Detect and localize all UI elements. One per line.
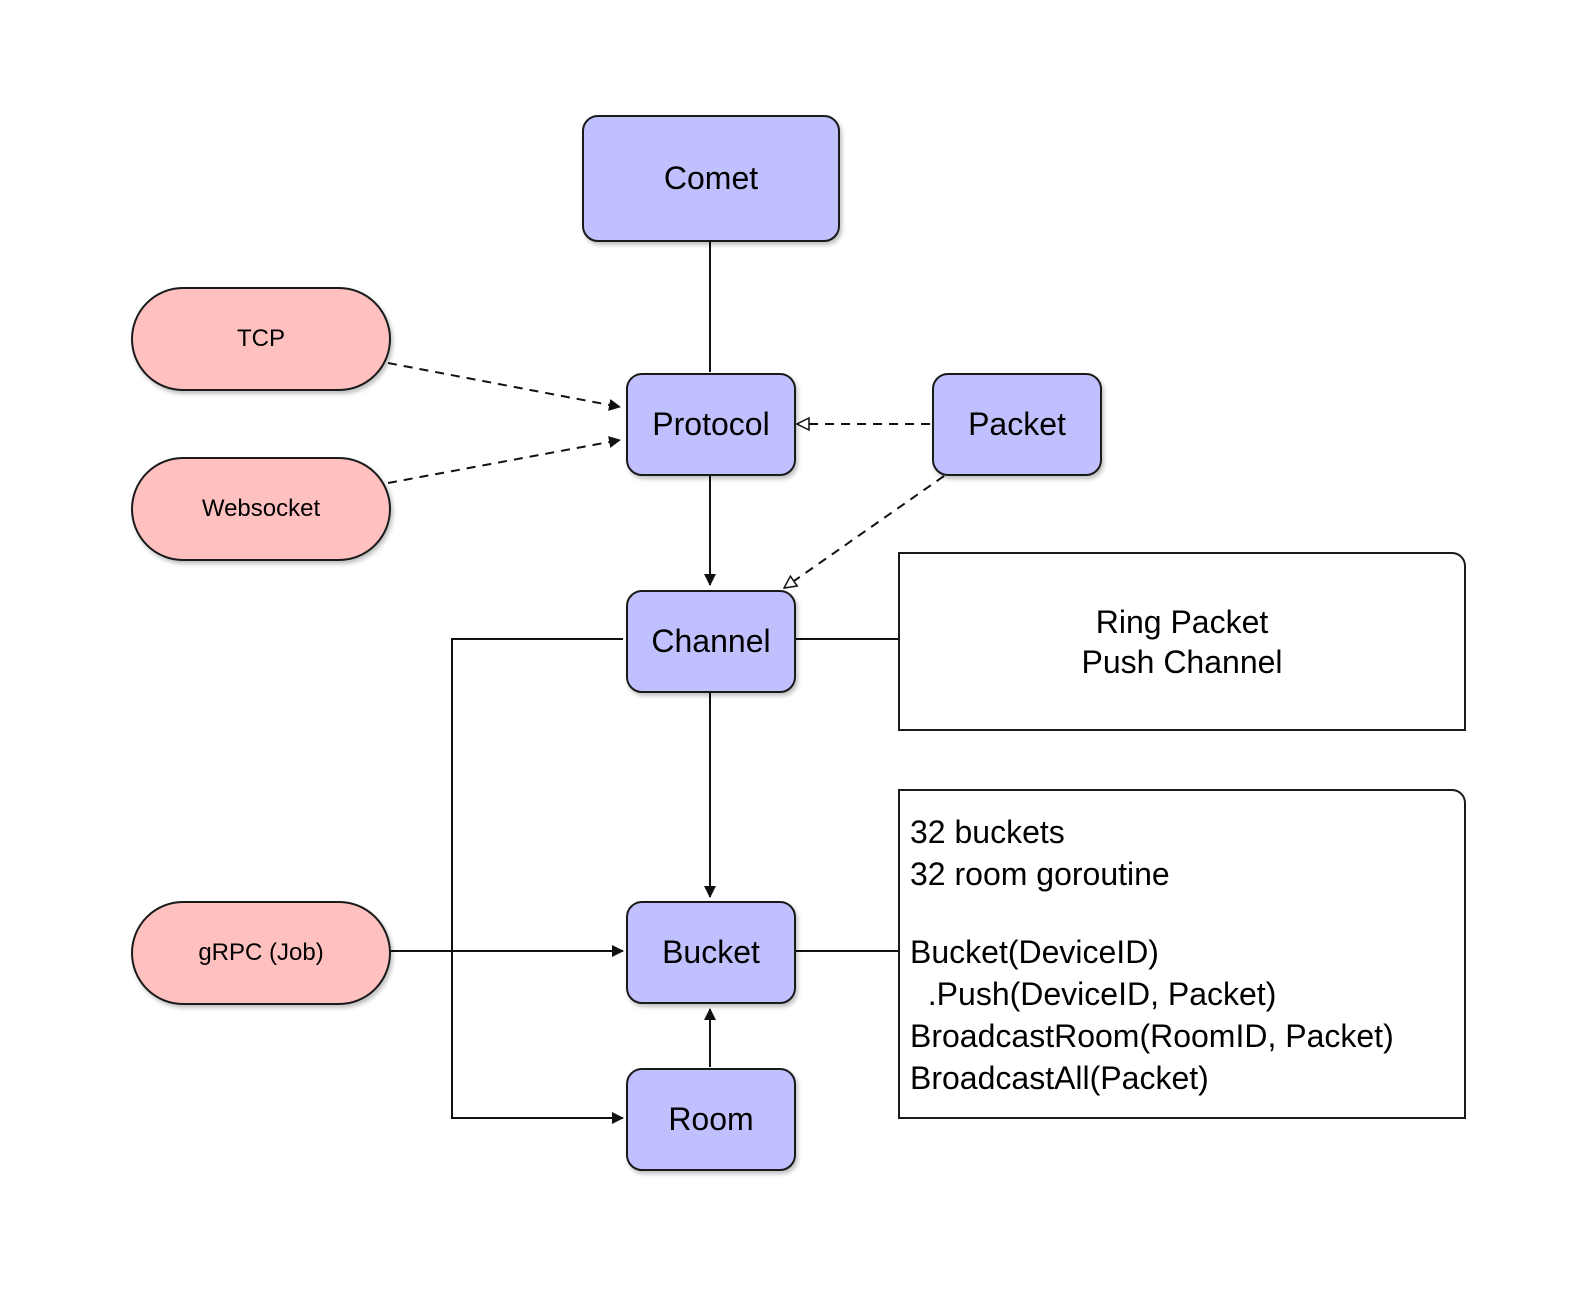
edge-packet-channel (784, 475, 945, 588)
node-comet-label: Comet (663, 160, 759, 196)
node-grpc-job: gRPC (Job) (131, 901, 391, 1005)
edge-channel-room (451, 638, 624, 1124)
channel-note-line: Push Channel (1081, 643, 1283, 680)
bucket-note: 32 buckets 32 room goroutine Bucket(Devi… (898, 789, 1466, 1119)
node-bucket-label: Bucket (662, 934, 760, 970)
channel-note-line: Ring Packet (1095, 603, 1269, 640)
node-websocket: Websocket (131, 457, 391, 561)
node-websocket-label: Websocket (201, 495, 321, 522)
node-packet: Packet (932, 373, 1102, 476)
node-channel: Channel (626, 590, 796, 693)
node-room-label: Room (668, 1101, 754, 1137)
channel-note: Ring Packet Push Channel (898, 552, 1466, 731)
node-grpc-job-label: gRPC (Job) (198, 939, 324, 966)
node-room: Room (626, 1068, 796, 1171)
node-comet: Comet (582, 115, 840, 242)
node-tcp: TCP (131, 287, 391, 391)
node-bucket: Bucket (626, 901, 796, 1004)
node-packet-label: Packet (968, 406, 1066, 442)
bucket-note-line: .Push(DeviceID, Packet) (910, 976, 1277, 1012)
bucket-note-line: 32 room goroutine (910, 856, 1170, 892)
edge-tcp-protocol (387, 362, 621, 411)
node-tcp-label: TCP (237, 325, 285, 352)
node-protocol-label: Protocol (652, 406, 770, 442)
bucket-note-line: Bucket(DeviceID) (910, 934, 1159, 970)
bucket-note-line: 32 buckets (910, 814, 1065, 850)
bucket-note-spacer (910, 895, 1454, 931)
node-channel-label: Channel (651, 623, 771, 659)
bucket-note-line: BroadcastRoom(RoomID, Packet) (910, 1018, 1394, 1054)
bucket-note-line: BroadcastAll(Packet) (910, 1060, 1209, 1096)
edge-websocket-protocol (387, 436, 621, 484)
node-protocol: Protocol (626, 373, 796, 476)
